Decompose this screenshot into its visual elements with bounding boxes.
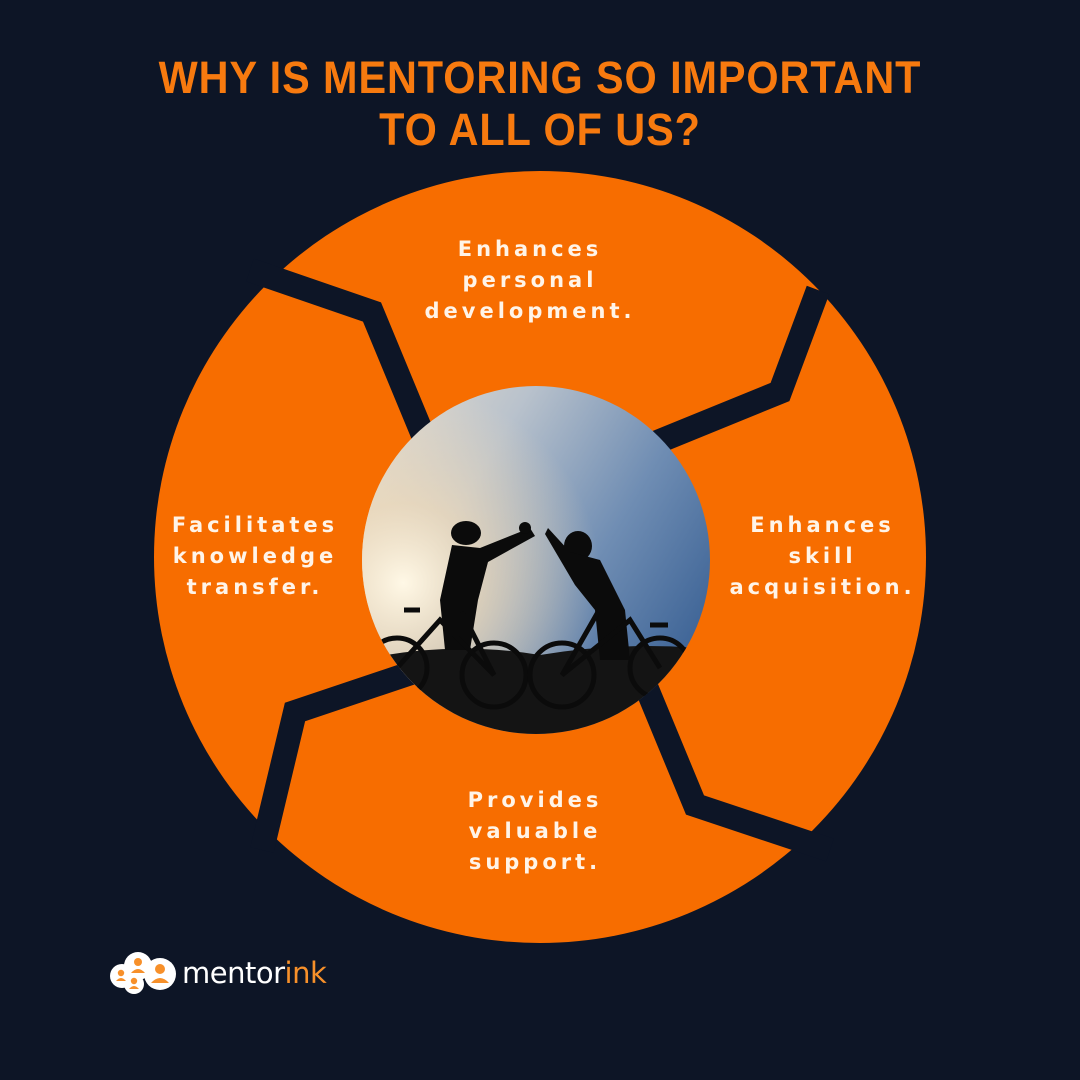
center-photo: [362, 386, 710, 734]
logo-wordmark: mentorink: [182, 956, 327, 990]
segment-label-bottom: Provides valuable support.: [467, 788, 603, 874]
page-title: WHY IS MENTORING SO IMPORTANT TO ALL OF …: [43, 52, 1037, 156]
segment-label-left: Facilitates knowledge transfer.: [171, 513, 339, 599]
segment-label-right: Enhances skill acquisition.: [729, 513, 916, 599]
title-line-2: TO ALL OF US?: [379, 104, 701, 155]
title-line-1: WHY IS MENTORING SO IMPORTANT: [158, 52, 922, 103]
cloud-people-icon: [110, 952, 176, 994]
mentorink-logo: mentorink: [108, 950, 327, 996]
segment-label-top: Enhances personal development.: [424, 237, 636, 323]
segment-separators: [246, 258, 834, 862]
